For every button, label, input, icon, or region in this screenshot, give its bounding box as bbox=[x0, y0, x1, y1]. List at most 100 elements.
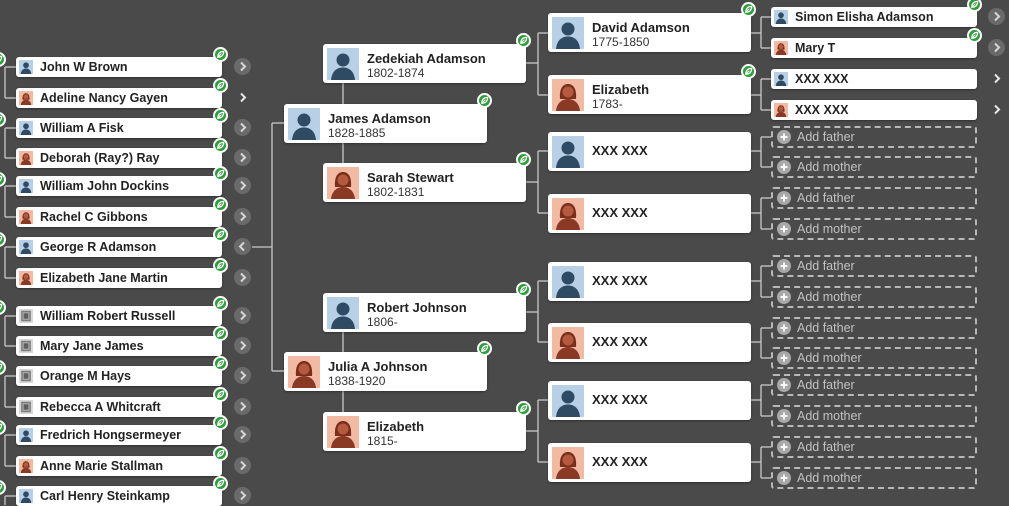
leaf-hint-icon[interactable] bbox=[477, 341, 492, 356]
add-mother-button[interactable]: Add mother bbox=[771, 347, 977, 369]
chevron-right-icon[interactable] bbox=[234, 426, 251, 443]
chevron-right-icon[interactable] bbox=[988, 101, 1005, 118]
person-card-simon-elisha-adamson[interactable]: Simon Elisha Adamson bbox=[771, 7, 977, 27]
leaf-hint-icon[interactable] bbox=[741, 64, 756, 79]
person-card-unknown-father-of-elizabeth[interactable]: XXX XXX bbox=[548, 381, 751, 420]
add-father-button[interactable]: Add father bbox=[771, 436, 977, 458]
person-card-julia-a-johnson[interactable]: Julia A Johnson 1838-1920 bbox=[284, 352, 487, 391]
add-father-button[interactable]: Add father bbox=[771, 187, 977, 209]
leaf-hint-icon[interactable] bbox=[741, 2, 756, 17]
chevron-right-icon[interactable] bbox=[234, 177, 251, 194]
person-card-david-adamson[interactable]: David Adamson 1775-1850 bbox=[548, 13, 751, 52]
leaf-hint-icon[interactable] bbox=[516, 282, 531, 297]
person-card-robert-johnson[interactable]: Robert Johnson 1806- bbox=[323, 293, 526, 332]
female-silhouette-icon bbox=[552, 327, 584, 359]
person-card-unknown-mother-of-robert[interactable]: XXX XXX bbox=[548, 323, 751, 362]
plus-icon bbox=[777, 259, 791, 273]
person-card-deborah-ray[interactable]: Deborah (Ray?) Ray bbox=[16, 148, 222, 168]
add-father-label: Add father bbox=[797, 259, 855, 273]
chevron-right-icon[interactable] bbox=[234, 457, 251, 474]
chevron-right-icon[interactable] bbox=[234, 119, 251, 136]
add-mother-label: Add mother bbox=[797, 222, 862, 236]
chevron-right-icon[interactable] bbox=[234, 208, 251, 225]
person-card-unknown-father-of-robert[interactable]: XXX XXX bbox=[548, 262, 751, 301]
chevron-left-icon[interactable] bbox=[234, 238, 251, 255]
person-card-anne-marie-stallman[interactable]: Anne Marie Stallman bbox=[16, 456, 222, 476]
add-father-button[interactable]: Add father bbox=[771, 317, 977, 339]
male-silhouette-icon bbox=[19, 240, 33, 254]
person-card-unknown-mother-of-elizabeth[interactable]: XXX XXX bbox=[548, 443, 751, 482]
chevron-right-icon[interactable] bbox=[234, 337, 251, 354]
person-card-zedekiah-adamson[interactable]: Zedekiah Adamson 1802-1874 bbox=[323, 44, 526, 83]
add-father-button[interactable]: Add father bbox=[771, 255, 977, 277]
person-card-william-a-fisk[interactable]: William A Fisk bbox=[16, 118, 222, 138]
add-father-button[interactable]: Add father bbox=[771, 374, 977, 396]
person-card-unknown-mother-of-sarah[interactable]: XXX XXX bbox=[548, 194, 751, 233]
plus-icon bbox=[777, 290, 791, 304]
leaf-hint-icon[interactable] bbox=[213, 296, 228, 311]
leaf-hint-icon[interactable] bbox=[967, 0, 982, 12]
leaf-hint-icon[interactable] bbox=[213, 197, 228, 212]
person-card-sarah-stewart[interactable]: Sarah Stewart 1802-1831 bbox=[323, 163, 526, 202]
leaf-hint-icon[interactable] bbox=[213, 415, 228, 430]
person-card-unknown-father-of-elizabeth-1783[interactable]: XXX XXX bbox=[771, 69, 977, 89]
chevron-right-icon[interactable] bbox=[988, 70, 1005, 87]
person-card-elizabeth-jane-martin[interactable]: Elizabeth Jane Martin bbox=[16, 268, 222, 288]
person-card-orange-m-hays[interactable]: Orange M Hays bbox=[16, 366, 222, 386]
person-card-unknown-mother-of-elizabeth-1783[interactable]: XXX XXX bbox=[771, 100, 977, 120]
leaf-hint-icon[interactable] bbox=[213, 356, 228, 371]
person-card-unknown-father-of-sarah[interactable]: XXX XXX bbox=[548, 132, 751, 171]
person-card-fredrich-hongsermeyer[interactable]: Fredrich Hongsermeyer bbox=[16, 425, 222, 445]
chevron-right-icon[interactable] bbox=[988, 39, 1005, 56]
leaf-hint-icon[interactable] bbox=[213, 227, 228, 242]
add-mother-button[interactable]: Add mother bbox=[771, 218, 977, 240]
leaf-hint-icon[interactable] bbox=[477, 93, 492, 108]
add-father-label: Add father bbox=[797, 378, 855, 392]
add-father-button[interactable]: Add father bbox=[771, 126, 977, 148]
male-silhouette-icon bbox=[19, 60, 33, 74]
person-card-elizabeth-1783[interactable]: Elizabeth 1783- bbox=[548, 75, 751, 114]
person-card-elizabeth-1815[interactable]: Elizabeth 1815- bbox=[323, 412, 526, 451]
add-mother-button[interactable]: Add mother bbox=[771, 156, 977, 178]
person-card-rachel-c-gibbons[interactable]: Rachel C Gibbons bbox=[16, 207, 222, 227]
person-card-william-robert-russell[interactable]: William Robert Russell bbox=[16, 306, 222, 326]
leaf-hint-icon[interactable] bbox=[213, 326, 228, 341]
chevron-right-icon[interactable] bbox=[234, 149, 251, 166]
leaf-hint-icon[interactable] bbox=[516, 33, 531, 48]
leaf-hint-icon[interactable] bbox=[213, 108, 228, 123]
person-card-george-r-adamson[interactable]: George R Adamson bbox=[16, 237, 222, 257]
plus-icon bbox=[777, 222, 791, 236]
leaf-hint-icon[interactable] bbox=[516, 152, 531, 167]
leaf-hint-icon[interactable] bbox=[213, 138, 228, 153]
leaf-hint-icon[interactable] bbox=[213, 78, 228, 93]
person-card-mary-jane-james[interactable]: Mary Jane James bbox=[16, 336, 222, 356]
leaf-hint-icon[interactable] bbox=[213, 258, 228, 273]
leaf-hint-icon[interactable] bbox=[516, 401, 531, 416]
chevron-right-icon[interactable] bbox=[234, 89, 251, 106]
chevron-right-icon[interactable] bbox=[234, 58, 251, 75]
chevron-right-icon[interactable] bbox=[234, 398, 251, 415]
add-mother-button[interactable]: Add mother bbox=[771, 286, 977, 308]
chevron-right-icon[interactable] bbox=[234, 487, 251, 504]
leaf-hint-icon[interactable] bbox=[967, 28, 982, 43]
leaf-hint-icon[interactable] bbox=[213, 166, 228, 181]
person-card-carl-henry-steinkamp[interactable]: Carl Henry Steinkamp bbox=[16, 486, 222, 506]
chevron-right-icon[interactable] bbox=[988, 8, 1005, 25]
add-mother-button[interactable]: Add mother bbox=[771, 467, 977, 489]
chevron-right-icon[interactable] bbox=[234, 367, 251, 384]
chevron-right-icon[interactable] bbox=[234, 307, 251, 324]
leaf-hint-icon[interactable] bbox=[213, 387, 228, 402]
person-card-james-adamson[interactable]: James Adamson 1828-1885 bbox=[284, 104, 487, 143]
person-name: William A Fisk bbox=[40, 121, 124, 135]
person-card-mary-t[interactable]: Mary T bbox=[771, 38, 977, 58]
person-name: XXX XXX bbox=[592, 454, 648, 469]
person-card-rebecca-a-whitcraft[interactable]: Rebecca A Whitcraft bbox=[16, 397, 222, 417]
person-card-william-john-dockins[interactable]: William John Dockins bbox=[16, 176, 222, 196]
person-card-adeline-nancy-gayen[interactable]: Adeline Nancy Gayen bbox=[16, 88, 222, 108]
leaf-hint-icon[interactable] bbox=[213, 47, 228, 62]
leaf-hint-icon[interactable] bbox=[213, 476, 228, 491]
chevron-right-icon[interactable] bbox=[234, 269, 251, 286]
leaf-hint-icon[interactable] bbox=[213, 446, 228, 461]
person-card-john-w-brown[interactable]: John W Brown bbox=[16, 57, 222, 77]
add-mother-button[interactable]: Add mother bbox=[771, 405, 977, 427]
